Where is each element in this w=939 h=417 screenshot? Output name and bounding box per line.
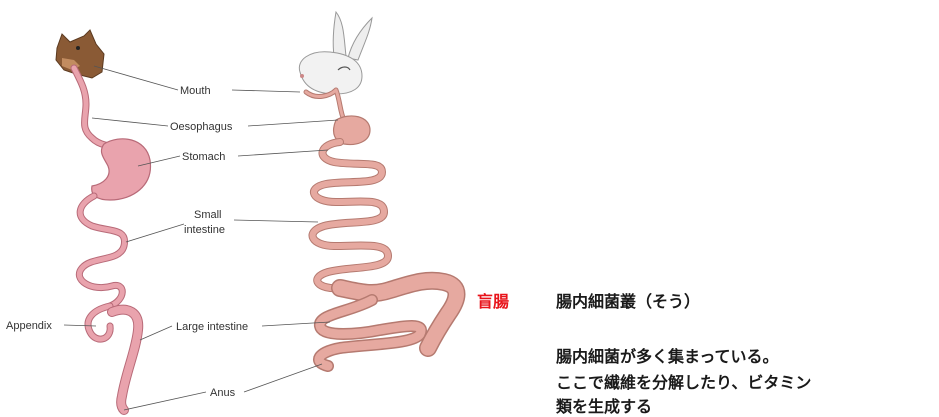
label-appendix: Appendix bbox=[6, 320, 52, 332]
label-mouth: Mouth bbox=[180, 85, 211, 97]
label-oesophagus: Oesophagus bbox=[170, 121, 233, 133]
rabbit-digestive-tract bbox=[303, 87, 466, 372]
gut-flora-title: 腸内細菌叢（そう） bbox=[556, 292, 701, 311]
label-large-intestine: Large intestine bbox=[176, 321, 248, 333]
rabbit-head-illustration bbox=[298, 10, 373, 95]
cat-digestive-tract bbox=[70, 64, 152, 415]
cecum-label: 盲腸 bbox=[477, 292, 510, 311]
description-line-1: 腸内細菌が多く集まっている。 bbox=[556, 347, 779, 366]
label-small-intestine-line2: intestine bbox=[184, 224, 225, 236]
cat-head-illustration bbox=[55, 29, 105, 79]
leader-lines bbox=[63, 65, 339, 411]
label-small-intestine-line1: Small bbox=[194, 209, 222, 221]
label-anus: Anus bbox=[210, 387, 236, 399]
description-line-3: 類を生成する bbox=[556, 397, 653, 416]
description-line-2: ここで繊維を分解したり、ビタミン bbox=[556, 373, 812, 392]
cat-stomach bbox=[91, 138, 152, 201]
rabbit-stomach bbox=[332, 115, 371, 146]
label-stomach: Stomach bbox=[182, 151, 225, 163]
